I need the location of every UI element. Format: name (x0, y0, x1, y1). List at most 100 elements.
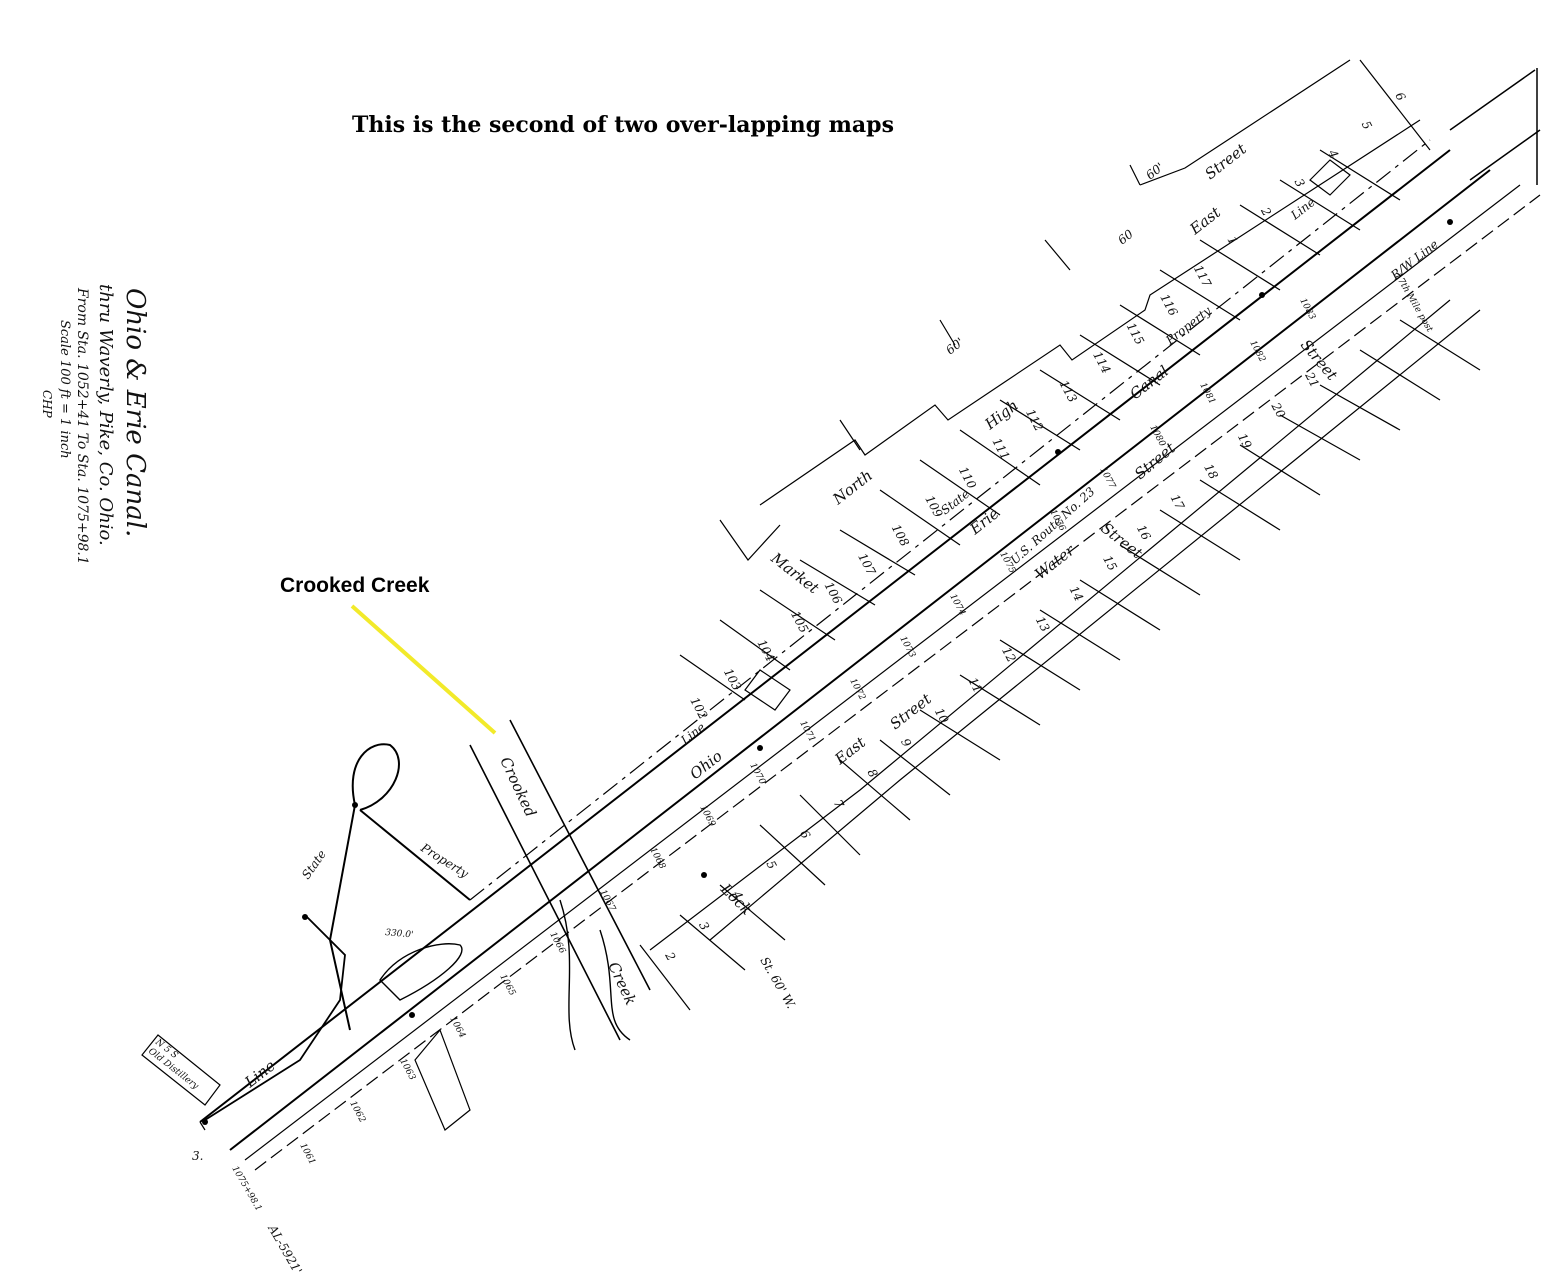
lot-line (1119, 544, 1201, 596)
lot-line (1199, 239, 1281, 291)
lot-line (1039, 369, 1121, 421)
lower-lot-number: 9 (898, 736, 914, 750)
state-line-left (204, 914, 346, 1121)
old-distillery-box (141, 1034, 221, 1106)
station-number: 1069 (697, 804, 717, 829)
station-dot (701, 872, 707, 878)
lot-line (1079, 334, 1161, 386)
creek-pointer (350, 604, 497, 735)
station-numbers: 1083108210811080107710761075107410731072… (297, 297, 1317, 1167)
canal-south-bank (229, 169, 1491, 1151)
property-lower-label: Property (418, 840, 472, 881)
street-tick (1044, 239, 1071, 271)
lot-line (679, 654, 746, 701)
station-dot (1055, 449, 1061, 455)
route-line (244, 184, 1521, 1161)
upper-lot-number: 115 (1124, 320, 1147, 347)
lot-line (1319, 384, 1401, 431)
left-corner-label: 3. (192, 1149, 203, 1163)
bottom-station-label: 1075+98.1 (229, 1165, 263, 1214)
lot-line (1039, 609, 1121, 661)
lower-lot-number: 18 (1201, 461, 1221, 481)
lower-lots (639, 319, 1481, 1011)
station-dot (202, 1119, 208, 1125)
lot-line (639, 944, 691, 1011)
lot-line (1199, 479, 1281, 531)
market-street-label: Market (767, 548, 823, 598)
lower-lot-number: 12 (999, 645, 1019, 665)
upper-lot-number: 107 (855, 551, 878, 578)
property-line-label: Line (677, 720, 707, 748)
street-mid-label: Street (1131, 438, 1180, 483)
upper-lot-number: 3 (1292, 176, 1308, 190)
lot-line (719, 619, 791, 671)
north-street-north-edge (1139, 59, 1351, 186)
lot-line (1279, 179, 1361, 231)
lower-lot-number: 2 (662, 949, 678, 963)
lower-lot-number: 11 (966, 675, 986, 695)
station-number: 1080 (1147, 424, 1167, 449)
lot-line (879, 739, 951, 796)
south-street-edge-2 (709, 309, 1481, 941)
north-street-south-edge (759, 119, 1421, 506)
station-number: 1072 (847, 677, 867, 702)
street-tick (839, 419, 861, 451)
station-dot (1447, 219, 1453, 225)
upper-lot-number: 108 (889, 522, 912, 549)
lot-line (799, 559, 876, 606)
upper-lot-number: 105 (788, 608, 811, 635)
station-number: 1063 (397, 1057, 417, 1082)
rw-line (254, 194, 1541, 1171)
lot-line (999, 399, 1081, 451)
east-street-bottom-label: East (831, 733, 870, 769)
station-number: 1073 (897, 635, 917, 660)
upper-lot-number: 116 (1157, 292, 1180, 319)
street-tick (1129, 164, 1141, 186)
width-60-a: 60' (1143, 160, 1166, 182)
mile-post-label: 17th Mile post (1392, 272, 1434, 335)
width-60-b: 60 (1115, 227, 1136, 248)
station-number: 1077 (1097, 466, 1117, 491)
street-top-label: Street (1201, 139, 1250, 183)
lot-line (1119, 304, 1201, 356)
lot-line (1079, 579, 1161, 631)
station-number: 1062 (347, 1100, 367, 1125)
station-number: 1067 (597, 888, 617, 913)
lower-lot-number: 13 (1033, 614, 1053, 634)
lot-line (1399, 319, 1481, 371)
lot-line (1279, 414, 1361, 461)
crooked-creek-callout: Crooked Creek (280, 574, 430, 597)
lot-line (919, 709, 1001, 761)
lower-lot-number: 20 (1268, 399, 1288, 420)
bottom-code-label: AL-5921' (265, 1222, 305, 1277)
station-number: 1074 (947, 593, 967, 618)
lower-lot-number: 21 (1302, 369, 1322, 390)
station-number: 1065 (497, 973, 517, 998)
lot-line (1239, 204, 1321, 256)
corner-mark (199, 1121, 206, 1131)
lot-line (919, 459, 1001, 516)
state-lower-label: State (299, 847, 329, 881)
building-box (744, 669, 791, 711)
lower-lot-number: 6 (797, 828, 813, 842)
station-number: 1064 (447, 1015, 467, 1040)
basin-loop (328, 743, 471, 1031)
lower-lot-number: 17 (1168, 492, 1188, 512)
lot-line (839, 759, 911, 821)
lot-line (1159, 509, 1241, 561)
high-street-label: High (981, 396, 1022, 434)
property-line (469, 139, 1431, 901)
lower-lot-number: 19 (1235, 431, 1255, 451)
street-tick (939, 319, 956, 346)
upper-lot-number: 6 (1392, 90, 1408, 104)
state-line-label-2: Line (1287, 195, 1317, 223)
station-dot (409, 1012, 415, 1018)
station-number: 1071 (797, 719, 817, 744)
lot-line (1359, 59, 1431, 151)
lock-island (379, 943, 463, 1001)
lot-line (799, 794, 861, 856)
rail-south (1469, 129, 1541, 181)
upper-lot-number: 113 (1057, 378, 1080, 405)
